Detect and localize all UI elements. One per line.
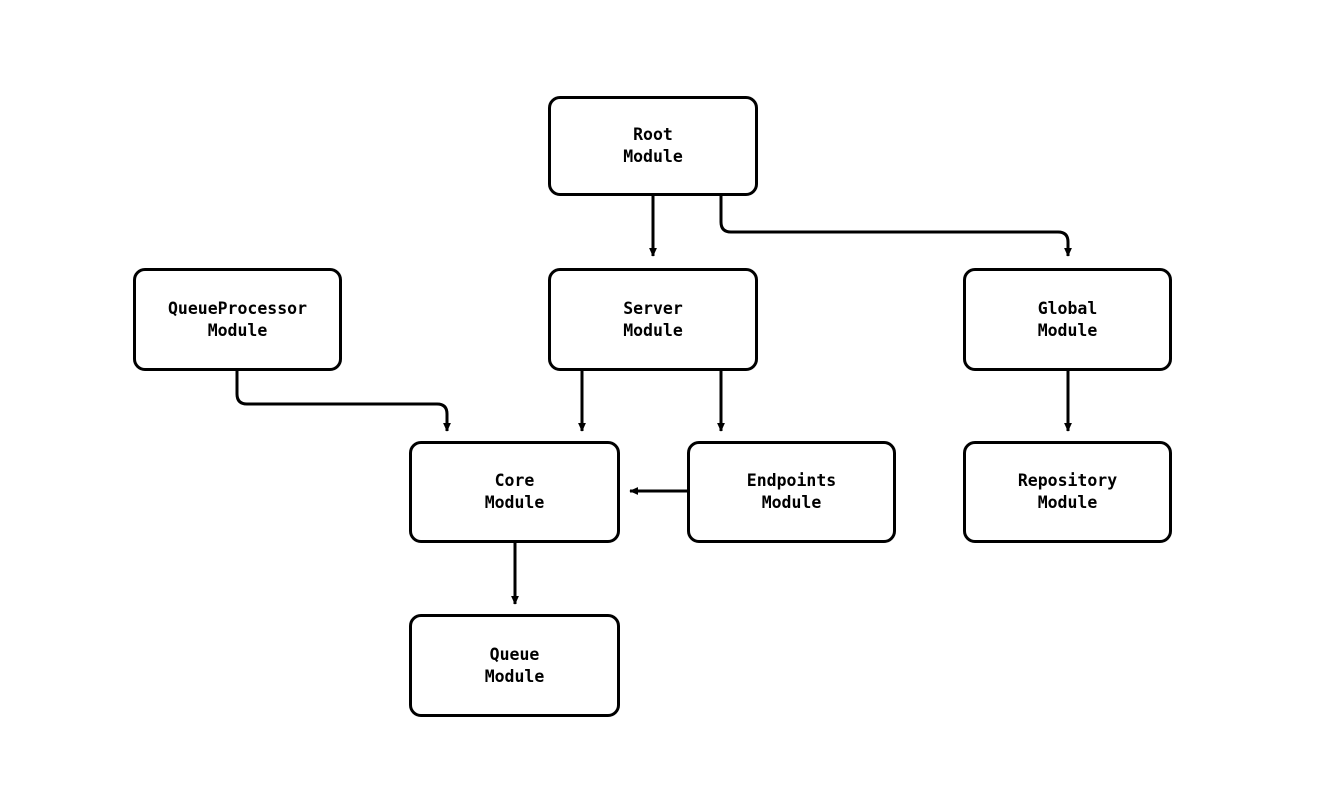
edge-queueprocessor-core	[235, 371, 451, 432]
node-label-root-module: Root Module	[623, 125, 683, 166]
node-repository-module[interactable]: Repository Module	[963, 441, 1172, 543]
node-label-queue-module: Queue Module	[484, 644, 545, 686]
node-server-module[interactable]: Server Module	[548, 268, 758, 371]
node-queue-module[interactable]: Queue Module	[409, 614, 620, 717]
node-label-queueprocessor-module: QueueProcessor Module	[167, 298, 308, 340]
node-label-repository-module: Repository Module	[1017, 471, 1118, 512]
edge-root-global	[719, 196, 1072, 257]
node-label-server-module: Server Module	[623, 298, 683, 340]
node-label-endpoints-module: Endpoints Module	[746, 471, 837, 512]
node-endpoints-module[interactable]: Endpoints Module	[687, 441, 896, 543]
node-core-module[interactable]: Core Module	[409, 441, 620, 543]
node-root-module[interactable]: Root Module	[548, 96, 758, 196]
node-label-core-module: Core Module	[484, 471, 545, 512]
node-label-global-module: Global Module	[1037, 298, 1098, 340]
node-queueprocessor-module[interactable]: QueueProcessor Module	[133, 268, 342, 371]
node-global-module[interactable]: Global Module	[963, 268, 1172, 371]
edges-group	[235, 196, 1072, 605]
